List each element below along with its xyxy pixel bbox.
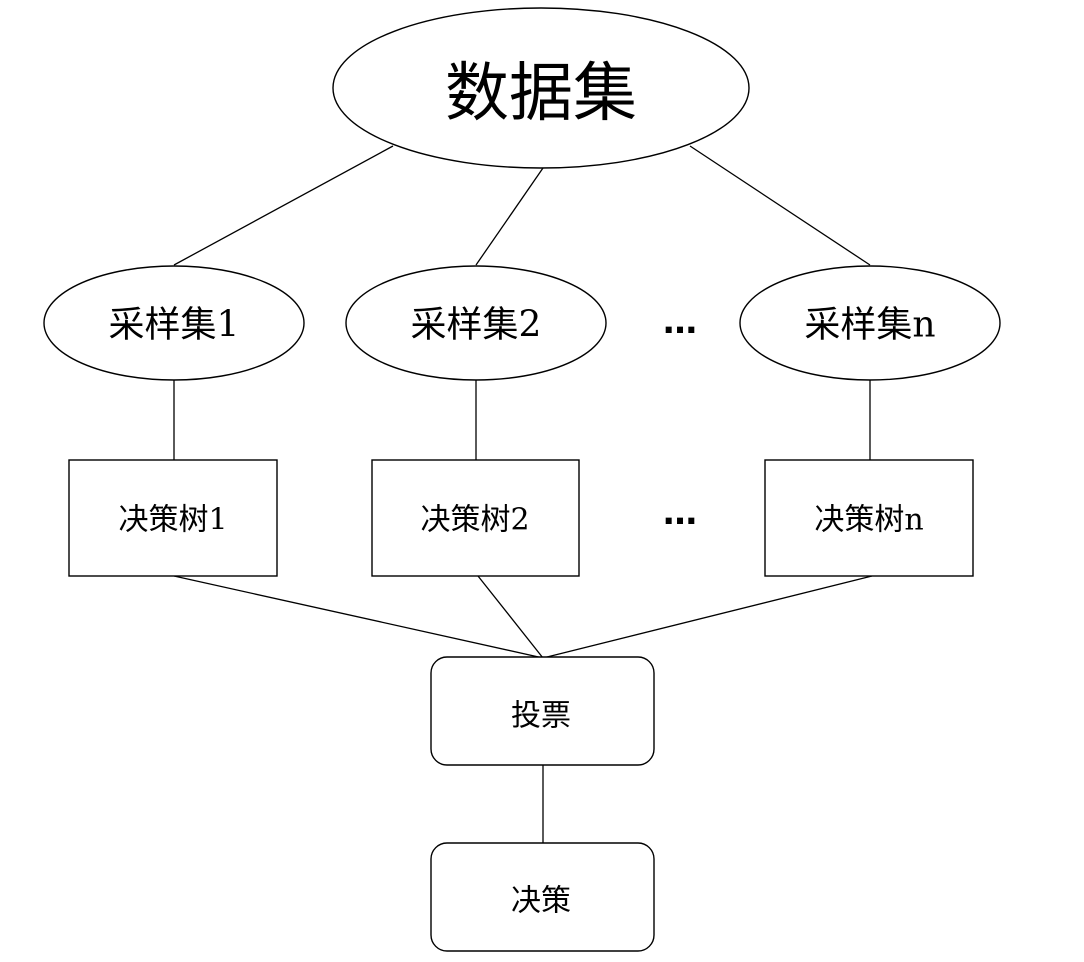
sample-set-2-node: 采样集2 (345, 265, 607, 381)
dataset-label: 数据集 (445, 57, 637, 131)
sample-set-n-node: 采样集n (739, 265, 1001, 381)
dataset-node: 数据集 (332, 7, 750, 169)
vote-label: 投票 (511, 699, 571, 734)
edge-treen-vote (542, 575, 873, 659)
decision-tree-n-node: 决策树n (764, 459, 974, 577)
decision-tree-2-node: 决策树2 (371, 459, 580, 577)
decision-tree-1-label: 决策树1 (118, 503, 227, 538)
sample-set-1-label: 采样集1 (109, 305, 240, 346)
decision-tree-2-label: 决策树2 (420, 503, 529, 538)
edge-dataset-sample2 (475, 167, 544, 266)
sample-set-1-node: 采样集1 (43, 265, 305, 381)
edge-tree1-vote (173, 575, 544, 659)
sample-set-n-label: 采样集n (804, 305, 935, 346)
decision-node: 决策 (430, 842, 655, 952)
sample-ellipsis: … (663, 302, 697, 342)
sample-set-2-label: 采样集2 (411, 305, 542, 346)
decision-tree-n-label: 决策树n (814, 503, 923, 538)
edge-dataset-samplen (689, 145, 871, 266)
decision-tree-1-node: 决策树1 (68, 459, 278, 577)
decision-label: 决策 (511, 884, 571, 919)
edge-dataset-sample1 (173, 145, 394, 266)
tree-ellipsis: … (663, 493, 697, 533)
vote-node: 投票 (430, 656, 655, 766)
edge-tree2-vote (477, 575, 544, 659)
